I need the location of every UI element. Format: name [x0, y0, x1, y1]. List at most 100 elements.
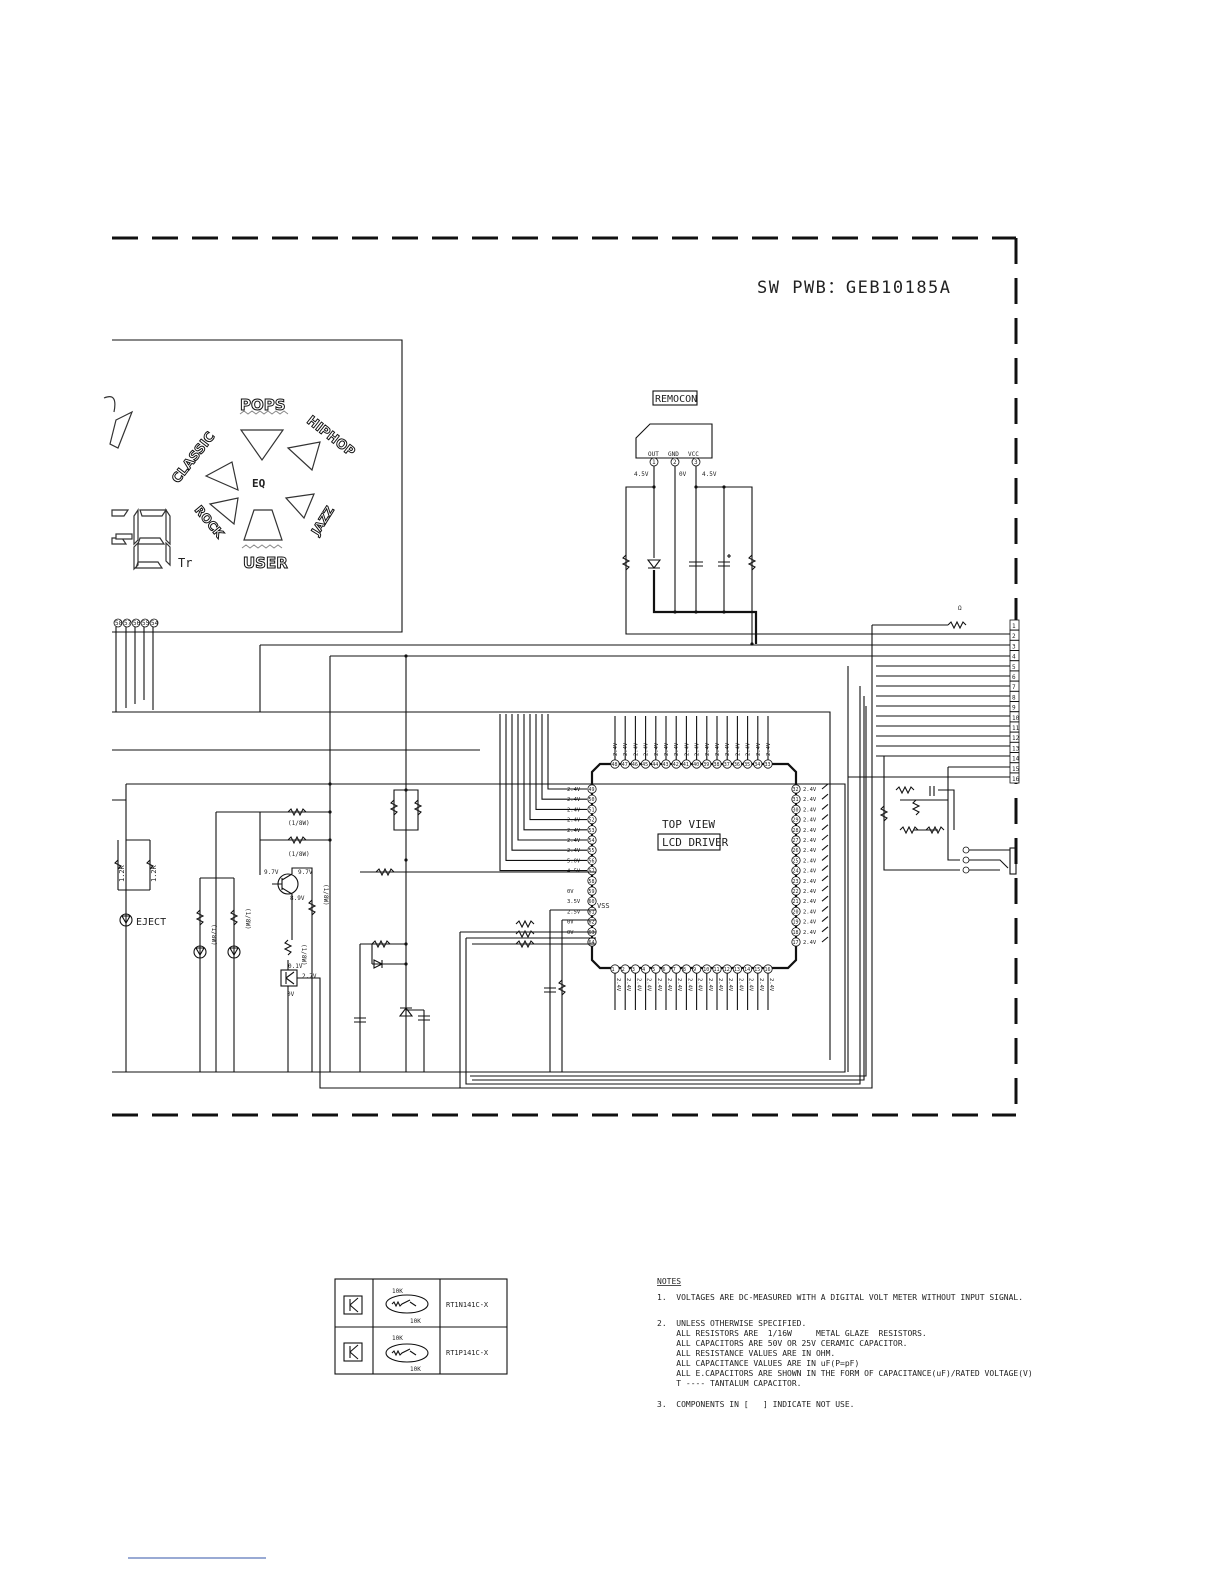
ic-pin — [791, 804, 801, 815]
ic-pin-number: 21 — [793, 899, 799, 905]
transistor-key-table: 10K 10K 10K 10K RT1N141C-X RT1P141C-X — [334, 1278, 508, 1375]
board-title: SW PWB：GEB10185A — [757, 278, 952, 298]
ic-pin-voltage: 2.5V — [567, 909, 581, 915]
ic-pin-lead — [505, 714, 587, 861]
ic-pin-number: 63 — [589, 930, 595, 936]
ic-pin-number: 17 — [793, 940, 799, 946]
svg-text:57: 57 — [124, 620, 132, 627]
svg-text:3: 3 — [694, 459, 698, 466]
ic-pin — [791, 825, 801, 835]
ic-pin-number: 43 — [663, 762, 669, 768]
ic-pin-number: 61 — [589, 909, 595, 915]
svg-text:(1/8W): (1/8W) — [300, 944, 307, 966]
ic-pin-lead — [821, 824, 829, 831]
ic-pin-voltage: 2.4V — [803, 838, 817, 844]
ic-pin — [587, 865, 597, 876]
note-1: 1. VOLTAGES ARE DC-MEASURED WITH A DIGIT… — [657, 1293, 1023, 1302]
ic-pin-lead — [821, 814, 829, 821]
ic-pin — [791, 896, 801, 906]
eject-label: EJECT — [136, 917, 166, 928]
ic-pin-voltage: 2.4V — [684, 742, 690, 756]
ic-pin-voltage: 2.4V — [674, 742, 680, 756]
ic-pin-voltage: 2.4V — [758, 978, 764, 992]
ic-pin-number: 32 — [793, 787, 799, 793]
key-resistor-bottom-2: 10K — [410, 1366, 421, 1373]
ic-pin-voltage: 2.4V — [664, 742, 670, 756]
ic-pin-voltage: 2.4V — [803, 889, 817, 895]
connector-pin-label: 10 — [1012, 715, 1020, 722]
connector-pin-label: 15 — [1012, 766, 1020, 773]
ic-pin-voltage: 2.4V — [625, 978, 631, 992]
svg-text:4.5V: 4.5V — [634, 471, 649, 478]
ic-pin-voltage: 2.4V — [725, 742, 731, 756]
ic-pin-voltage: 2.4V — [567, 818, 581, 824]
ic-pin-number: 30 — [793, 807, 799, 813]
connector-pin-label: 5 — [1012, 664, 1016, 671]
ic-pin-lead — [547, 714, 587, 790]
connector-pin-label: 6 — [1012, 674, 1016, 681]
ic-pin-number: 5 — [652, 967, 655, 973]
connector-pin-label: 1 — [1012, 623, 1016, 630]
ic-pin-voltage: 0V — [567, 920, 574, 926]
ic-pin — [791, 794, 801, 804]
connector-pin-label: 9 — [1012, 705, 1016, 712]
ic-pin — [791, 845, 801, 855]
ic-pin-number: 44 — [652, 762, 658, 768]
svg-text:58: 58 — [115, 620, 123, 627]
ic-pin-voltage: 2.4V — [715, 742, 721, 756]
ic-pin-number: 18 — [793, 930, 799, 936]
ic-pin-number: 48 — [612, 762, 618, 768]
connector-pin-label: 14 — [1012, 756, 1020, 763]
ic-pin-number: 10 — [703, 967, 709, 973]
ic-pin-number: 14 — [744, 967, 750, 973]
ic-pin-number: 24 — [793, 869, 799, 875]
ic-pin-voltage: 2.4V — [803, 920, 817, 926]
ic-pin-number: 59 — [589, 889, 595, 895]
svg-text:(1/8W): (1/8W) — [244, 908, 251, 930]
note-2a: ALL RESISTORS ARE 1/16W METAL GLAZE RESI… — [657, 1329, 927, 1338]
ic-pin-voltage: 2.4V — [803, 899, 817, 905]
remocon-sensor: REMOCON OUT GND VCC 1 2 3 4.5V 0V 4.5V — [621, 390, 1010, 646]
ic-pin-voltage: 2.4V — [635, 978, 641, 992]
ic-pin-lead — [499, 714, 587, 872]
notes-block: NOTES 1. VOLTAGES ARE DC-MEASURED WITH A… — [657, 1277, 1033, 1409]
track-label: Tr — [178, 556, 192, 570]
svg-text:1: 1 — [652, 459, 656, 466]
ic-pin — [587, 855, 597, 866]
ic-pin-number: 31 — [793, 797, 799, 803]
ic-pin-voltage: 2.4V — [707, 978, 713, 992]
ic-pin — [791, 784, 801, 794]
ic-pin — [791, 876, 801, 886]
ic-pin-number: 3 — [632, 967, 635, 973]
ic-pin-number: 22 — [793, 889, 799, 895]
svg-text:(1/8W): (1/8W) — [210, 924, 217, 946]
ic-pin-voltage: 2.4V — [803, 797, 817, 803]
ic-pin-voltage: 2.4V — [567, 797, 581, 803]
key-resistor-top-2: 10K — [392, 1335, 403, 1342]
ic-pin-lead — [517, 714, 587, 841]
svg-text:2: 2 — [673, 459, 677, 466]
ic-pin-voltage: 2.4V — [766, 742, 772, 756]
ic-pin-number: 12 — [724, 967, 730, 973]
svg-text:0V: 0V — [679, 471, 687, 478]
ic-pin — [791, 937, 801, 947]
ic-pin-voltage: 2.4V — [803, 828, 817, 834]
board-outline — [112, 236, 1018, 1117]
ic-pin-number: 19 — [793, 920, 799, 926]
connector-pin-label: 2 — [1012, 633, 1016, 640]
ic-pin-number: 56 — [589, 858, 595, 864]
ic-pin-number: 20 — [793, 909, 799, 915]
ic-pin-voltage: 2.4V — [613, 742, 619, 756]
ic-pin-lead — [821, 936, 829, 943]
ic-pin — [587, 784, 597, 794]
ic-pin-lead — [821, 885, 829, 892]
ic-pin-lead — [529, 714, 587, 821]
ic-pin-voltage: 2.4V — [768, 978, 774, 992]
ic-pin — [587, 845, 597, 855]
ic-pin-number: 36 — [734, 762, 740, 768]
ic-pin-number: 16 — [765, 967, 771, 973]
ic-pin-number: 45 — [642, 762, 648, 768]
ic-pin-voltage: 2.4V — [567, 828, 581, 834]
ic-pin-voltage: 2.4V — [803, 818, 817, 824]
ic-pin-lead — [821, 783, 829, 790]
